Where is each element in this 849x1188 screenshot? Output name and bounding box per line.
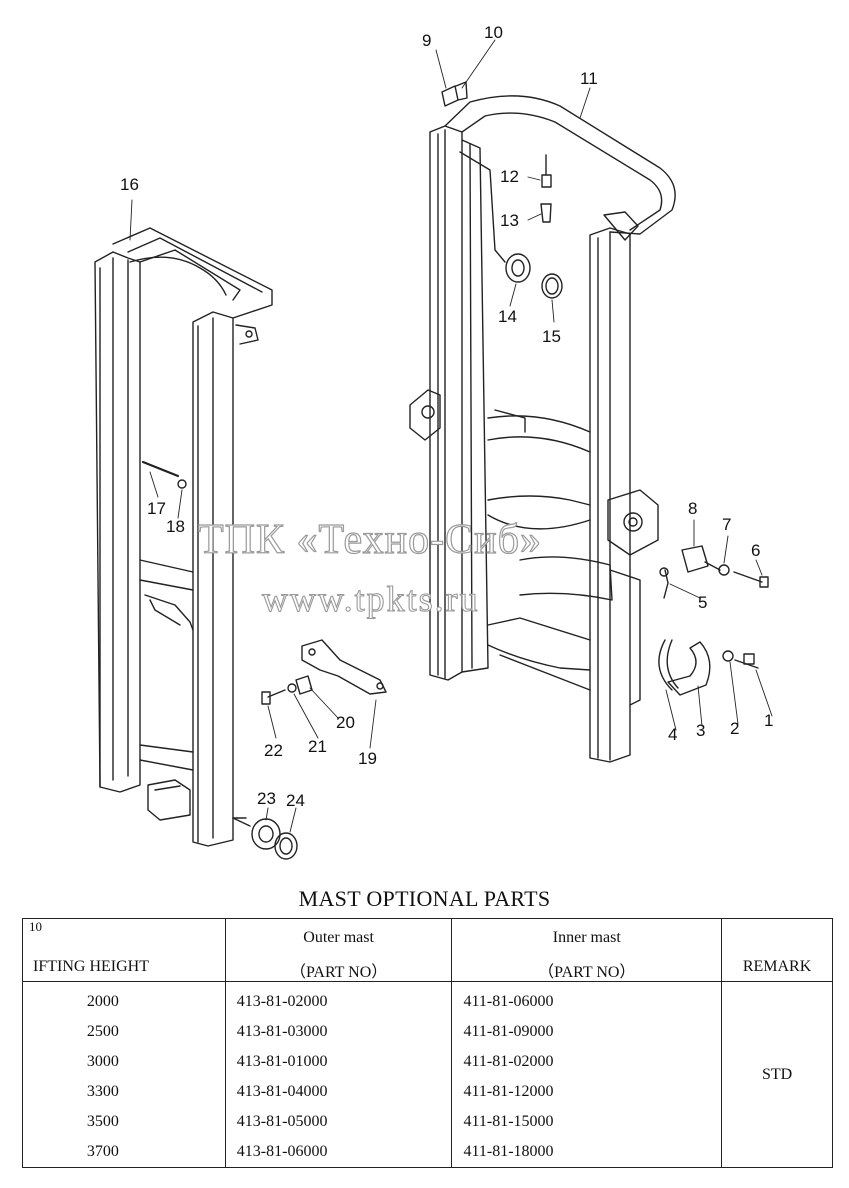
callout-7: 7 [722, 515, 731, 534]
remark-value: STD [761, 1065, 793, 1083]
callout-10: 10 [484, 23, 503, 42]
inner-part-number: 411-81-02000 [463, 1053, 554, 1070]
callout-3: 3 [696, 721, 705, 740]
parts-table-title: MAST OPTIONAL PARTS [298, 886, 551, 911]
callout-19: 19 [358, 749, 377, 768]
callout-18: 18 [166, 517, 185, 536]
lifting-height-column: 2000 2500 3000 3300 3500 3700 [22, 981, 226, 1168]
remark-cell: STD [721, 981, 833, 1168]
callout-11: 11 [580, 69, 598, 88]
inner-mast-drawing [409, 81, 769, 763]
callout-20: 20 [336, 713, 355, 732]
mast-optional-parts-table: 10 IFTING HEIGHT Outer mast （PART NO） In… [22, 918, 833, 1168]
inner-part-number: 411-81-15000 [463, 1113, 554, 1130]
callout-1: 1 [764, 711, 773, 730]
callout-12: 12 [500, 167, 519, 186]
inner-part-number: 411-81-06000 [463, 993, 554, 1010]
outer-mast-drawing [94, 227, 273, 847]
header-lifting-label: IFTING HEIGHT [33, 958, 149, 975]
header-inner-mast-label: Inner mast [552, 929, 621, 946]
callout-16: 16 [120, 175, 139, 194]
inner-mast-column: 411-81-06000 411-81-09000 411-81-02000 4… [451, 981, 723, 1168]
callout-9: 9 [422, 31, 431, 50]
header-outer-part-no: （PART NO） [289, 964, 388, 981]
outer-part-number: 413-81-04000 [236, 1083, 328, 1100]
header-outer-mast: Outer mast （PART NO） [224, 918, 453, 982]
callout-21: 21 [308, 737, 327, 756]
callout-23: 23 [257, 789, 276, 808]
lifting-height-value: 3700 [86, 1143, 119, 1160]
lifting-height-value: 2500 [86, 1023, 119, 1040]
lifting-height-value: 3000 [86, 1053, 119, 1070]
lifting-height-value: 3500 [86, 1113, 119, 1130]
watermark-company: ТПК «Техно-Сиб» [198, 517, 542, 563]
outer-mast-column: 413-81-02000 413-81-03000 413-81-01000 4… [224, 981, 453, 1168]
outer-part-number: 413-81-02000 [236, 993, 328, 1010]
callout-13: 13 [500, 211, 519, 230]
header-remark-label: REMARK [742, 958, 812, 975]
inner-part-number: 411-81-09000 [463, 1023, 554, 1040]
leader-lines [129, 39, 773, 833]
callout-24: 24 [286, 791, 305, 810]
header-outer-mast-label: Outer mast [303, 929, 374, 946]
outer-part-number: 413-81-05000 [236, 1113, 328, 1130]
callout-numbers: 1 2 3 4 5 6 7 8 9 10 11 12 13 14 15 16 1… [120, 23, 773, 810]
outer-part-number: 413-81-06000 [236, 1143, 328, 1160]
header-inner-part-no: （PART NO） [538, 964, 636, 981]
header-remark: REMARK [721, 918, 833, 982]
inner-part-number: 411-81-18000 [463, 1143, 554, 1160]
callout-2: 2 [730, 719, 739, 738]
header-lifting-height: 10 IFTING HEIGHT [22, 918, 226, 982]
callout-15: 15 [542, 327, 561, 346]
callout-8: 8 [688, 499, 697, 518]
lifting-height-value: 3300 [86, 1083, 119, 1100]
outer-part-number: 413-81-01000 [236, 1053, 328, 1070]
lifting-height-value: 2000 [86, 993, 119, 1010]
table-body-row: 2000 2500 3000 3300 3500 3700 413-81-020… [22, 981, 833, 1168]
watermark-url: www.tpkts.ru [262, 579, 480, 619]
callout-6: 6 [751, 541, 760, 560]
callout-4: 4 [668, 725, 677, 744]
header-lifting-small-text: 10 [29, 919, 42, 934]
header-inner-mast: Inner mast （PART NO） [451, 918, 723, 982]
inner-part-number: 411-81-12000 [463, 1083, 554, 1100]
table-header-row: 10 IFTING HEIGHT Outer mast （PART NO） In… [22, 918, 833, 982]
callout-17: 17 [147, 499, 166, 518]
callout-5: 5 [698, 593, 707, 612]
callout-14: 14 [498, 307, 517, 326]
mast-exploded-diagram: 1 2 3 4 5 6 7 8 9 10 11 12 13 14 15 16 1… [94, 23, 773, 860]
outer-part-number: 413-81-03000 [236, 1023, 328, 1040]
callout-22: 22 [264, 741, 283, 760]
